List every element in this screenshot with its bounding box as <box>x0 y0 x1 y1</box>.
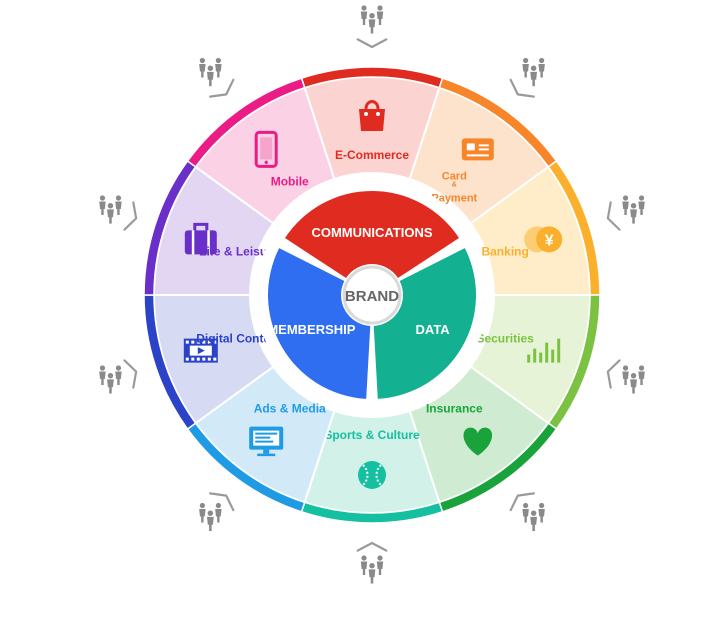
people-group-icon <box>522 57 545 87</box>
baseball-icon <box>358 461 386 489</box>
inward-chevron-icon <box>509 492 535 512</box>
customer-group-3 <box>606 195 645 231</box>
stock-bars-icon <box>527 338 561 363</box>
segment-label: E-Commerce <box>335 148 409 162</box>
monitor-icon <box>249 426 284 457</box>
core-label: MEMBERSHIP <box>267 322 355 337</box>
customer-group-6 <box>356 541 388 584</box>
inward-chevron-icon <box>356 38 388 49</box>
core-section-shape <box>373 248 476 399</box>
inward-chevron-icon <box>606 359 621 389</box>
brand-label: BRAND <box>345 288 399 305</box>
customer-groups-layer <box>99 5 645 584</box>
segment-label: Card&Payment <box>431 171 477 205</box>
segment-ads-media[interactable]: Ads & Media <box>186 365 336 513</box>
inward-chevron-icon <box>509 78 535 98</box>
people-group-icon <box>199 57 222 87</box>
people-group-icon <box>199 502 222 532</box>
core-section-shape <box>284 190 460 279</box>
shopping-bag-icon <box>359 100 385 131</box>
core-label: COMMUNICATIONS <box>311 225 432 240</box>
customer-group-8 <box>99 359 138 394</box>
brand-hub-circle <box>342 265 402 325</box>
inward-chevron-icon <box>123 359 138 389</box>
segment-label: Insurance <box>426 401 483 415</box>
inward-chevron-icon <box>356 541 388 552</box>
core-label: DATA <box>416 322 451 337</box>
segment-label: Banking <box>481 245 528 259</box>
credit-card-icon <box>461 138 494 161</box>
segment-digital-content[interactable]: Digital Content <box>143 294 282 431</box>
segment-banking[interactable]: ¥ Banking <box>469 159 601 296</box>
customer-group-10 <box>199 57 235 98</box>
segment-label: Digital Content <box>196 331 281 345</box>
customer-group-1 <box>356 5 388 49</box>
inward-chevron-icon <box>606 201 621 231</box>
segment-ecommerce[interactable]: E-Commerce <box>300 66 444 181</box>
customer-group-5 <box>509 492 545 532</box>
inward-chevron-icon <box>209 492 235 512</box>
people-group-icon <box>360 5 384 34</box>
customer-group-4 <box>606 359 645 394</box>
segment-insurance[interactable]: Insurance <box>408 365 558 513</box>
segment-mobile[interactable]: Mobile <box>186 77 336 225</box>
customer-group-2 <box>509 57 545 98</box>
segment-life-leisure[interactable]: Life & Leisure <box>143 159 279 296</box>
segment-rim-band <box>186 77 306 168</box>
inward-chevron-icon <box>209 78 235 98</box>
people-group-icon <box>99 195 122 224</box>
core-membership[interactable]: MEMBERSHIP <box>267 248 371 399</box>
people-group-icon <box>360 555 384 584</box>
segment-label: Ads & Media <box>254 401 326 415</box>
segment-securities[interactable]: Securities <box>469 294 601 431</box>
heart-icon <box>463 427 493 456</box>
brand-hub: BRAND <box>342 265 402 325</box>
core-data[interactable]: DATA <box>373 248 476 399</box>
core-section-shape <box>268 248 371 399</box>
inward-chevron-icon <box>123 201 138 231</box>
segment-label: Sports & Culture <box>324 428 420 442</box>
core-communications[interactable]: COMMUNICATIONS <box>284 190 460 279</box>
people-group-icon <box>522 502 545 532</box>
customer-group-7 <box>199 492 235 532</box>
segment-label: Mobile <box>271 175 309 189</box>
people-group-icon <box>99 365 122 394</box>
currency-coins-icon: ¥ <box>524 226 563 253</box>
segment-label: Securities <box>476 331 534 345</box>
suitcase-icon <box>184 222 217 255</box>
people-group-icon <box>622 365 645 394</box>
smartphone-icon <box>254 130 278 168</box>
segment-label: Life & Leisure <box>199 245 279 259</box>
people-group-icon <box>622 195 645 224</box>
film-play-icon <box>183 338 218 363</box>
customer-group-9 <box>99 195 138 231</box>
svg-text:¥: ¥ <box>545 232 554 249</box>
